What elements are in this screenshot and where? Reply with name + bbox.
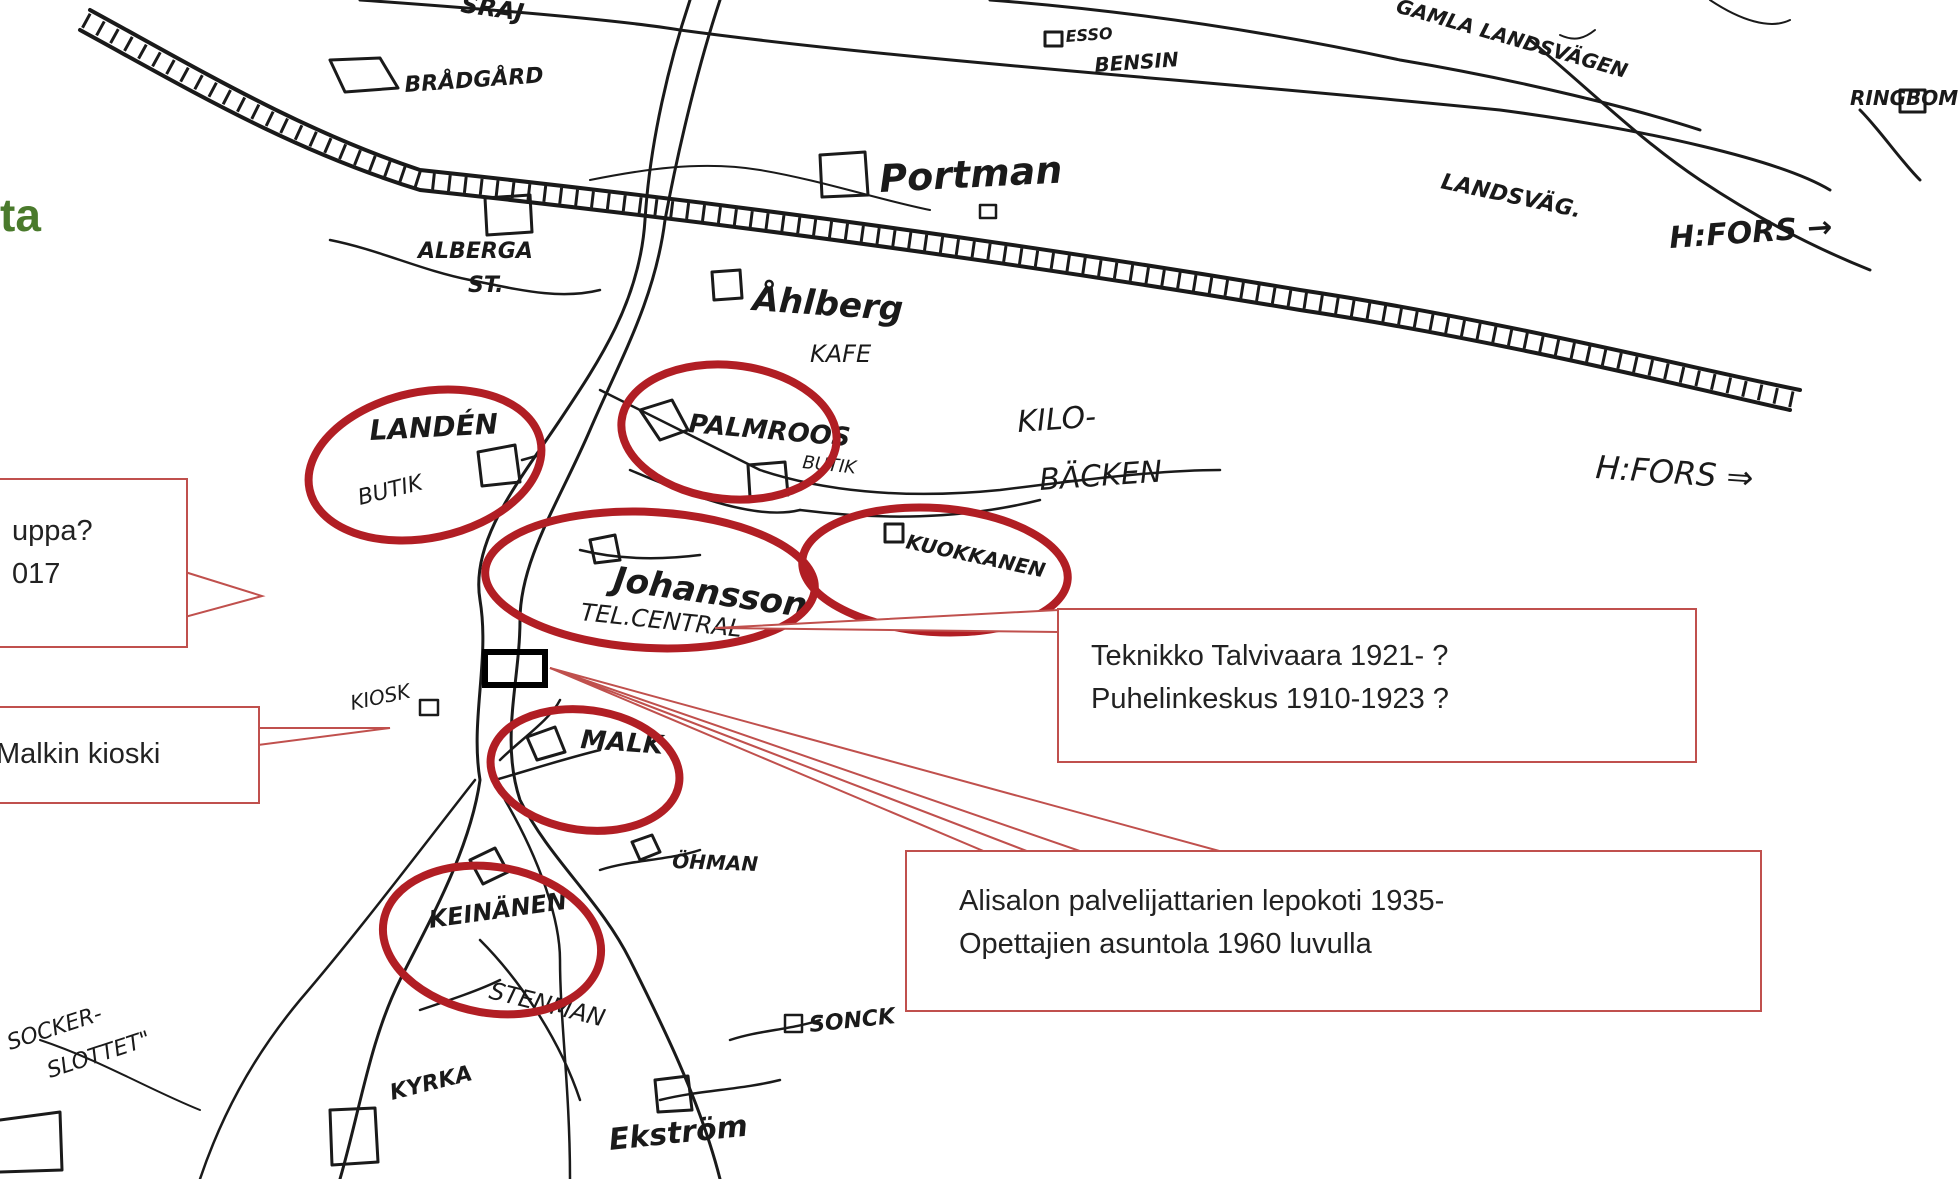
building-palmroos [638,398,690,442]
label-bradgard: BRÅDGÅRD [404,62,545,98]
label-backen: BÄCKEN [1038,453,1163,498]
label-landen: LANDÉN [369,406,499,447]
callout-left-top: uppa? 017 [0,478,188,648]
building-ringbom [1898,88,1927,114]
circle-kuokkanen [798,503,1072,637]
building-esso [1043,30,1064,48]
callout-left-top-line2: 017 [12,558,61,590]
circle-landen [304,385,546,545]
label-ahlberg: Åhlberg [748,278,904,330]
label-hfors-top: H:FORS → [1668,210,1833,256]
label-sonck: SONCK [808,1004,898,1038]
callout-right-top-line1: Teknikko Talvivaara 1921- ? [1091,640,1449,672]
label-ohman: ÖHMAN [672,849,759,876]
label-kyrka: KYRKA [387,1061,475,1106]
building-kuokkanen [883,522,905,544]
callout-right-top: Teknikko Talvivaara 1921- ? Puhelinkesku… [1057,608,1697,763]
highlight-circles [304,360,1072,1019]
label-ekstrom: Ekström [607,1109,749,1158]
upper-road [358,0,1922,272]
circle-malk [486,705,684,835]
building-alberga [483,193,534,237]
label-kuokkanen: KUOKKANEN [904,529,1048,582]
page-title-fragment: ta [0,189,41,241]
label-kafe: KAFE [810,340,872,368]
building-malk [525,725,567,762]
label-butik-left: BUTIK [355,470,426,510]
building-ohman [630,833,662,862]
building-bradgard [328,56,400,94]
callout-left-bottom: Malkin kioski [0,706,260,804]
callout-right-top-line2: Puhelinkeskus 1910-1923 ? [1091,683,1449,715]
callout-right-bottom-line1: Alisalon palvelijattarien lepokoti 1935- [959,885,1445,917]
building-lepokoti [482,649,548,688]
label-ringbom: RINGBOM [1850,86,1958,110]
building-sonck [783,1013,804,1034]
label-kilo: KILO- [1016,400,1097,440]
label-hfors-bottom: H:FORS ⇒ [1594,448,1754,497]
building-kyrka [328,1106,380,1167]
label-alberga-1: ALBERGA [416,239,533,264]
callout-left-top-line1: uppa? [12,515,93,547]
building-portman [818,150,870,199]
label-top-partial: SRÄJ [459,0,526,27]
building-kiosk [418,698,440,717]
label-gamla-landsvagen: GAMLA LANDSVÄGEN [1394,0,1631,83]
pointer-left-bottom [257,727,391,747]
building-sockerslottet [0,1110,64,1174]
callout-left-bottom-line1: Malkin kioski [0,738,161,770]
label-esso: ESSO [1065,24,1114,46]
circle-keinanen [378,861,606,1019]
callout-right-bottom-line2: Opettajien asuntola 1960 luvulla [959,928,1372,960]
side-paths [39,548,822,1111]
building-ahlberg [710,268,744,302]
railway [78,8,1802,412]
label-landsvag: LANDSVÄG. [1439,168,1584,223]
pointer-left-top [184,570,266,619]
label-alberga-2: ST. [468,273,503,298]
label-portman: Portman [878,147,1063,201]
circle-palmroos [617,360,841,504]
label-bensin: BENSIN [1094,47,1180,77]
callout-right-bottom: Alisalon palvelijattarien lepokoti 1935-… [905,850,1762,1012]
building-johansson [588,533,622,565]
building-landen [476,443,522,488]
buildings [0,30,1927,1174]
building-ekstrom [653,1074,694,1114]
building-portman-small [978,203,998,220]
label-kiosk: KIOSK [348,678,414,714]
label-keinanen: KEINÄNEN [427,886,569,934]
